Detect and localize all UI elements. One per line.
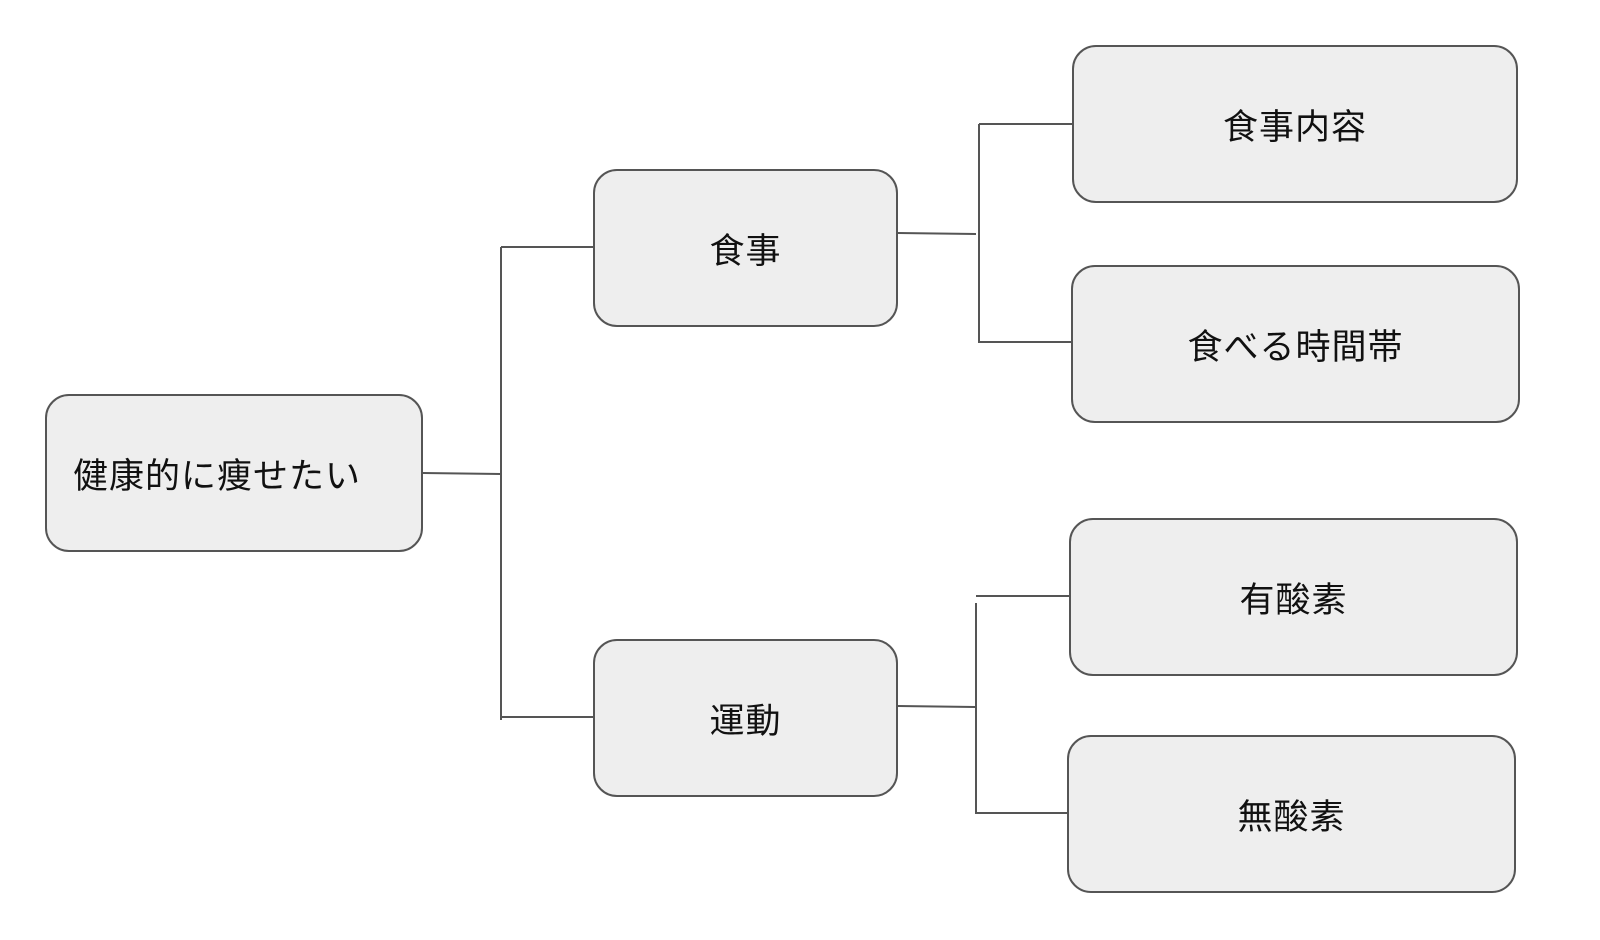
- meal-time-node-label: 食べる時間帯: [1187, 327, 1404, 368]
- meal-content-node: 食事内容: [1072, 45, 1518, 203]
- exercise-node-label: 運動: [709, 701, 782, 742]
- meal-content-node-label: 食事内容: [1222, 107, 1367, 148]
- meal-node: 食事: [593, 169, 898, 327]
- anaerobic-node: 無酸素: [1067, 735, 1516, 893]
- exercise-node: 運動: [593, 639, 898, 797]
- aerobic-node-label: 有酸素: [1239, 580, 1348, 621]
- connector-exercise-out: [897, 705, 976, 708]
- connector-root-out: [422, 472, 502, 475]
- root-node-label: 健康的に痩せたい: [73, 456, 362, 497]
- root-node: 健康的に痩せたい: [45, 394, 423, 552]
- anaerobic-node-label: 無酸素: [1237, 797, 1346, 838]
- meal-time-node: 食べる時間帯: [1071, 265, 1520, 423]
- meal-node-label: 食事: [709, 231, 782, 272]
- connector-meal-out: [897, 232, 977, 235]
- aerobic-node: 有酸素: [1069, 518, 1518, 676]
